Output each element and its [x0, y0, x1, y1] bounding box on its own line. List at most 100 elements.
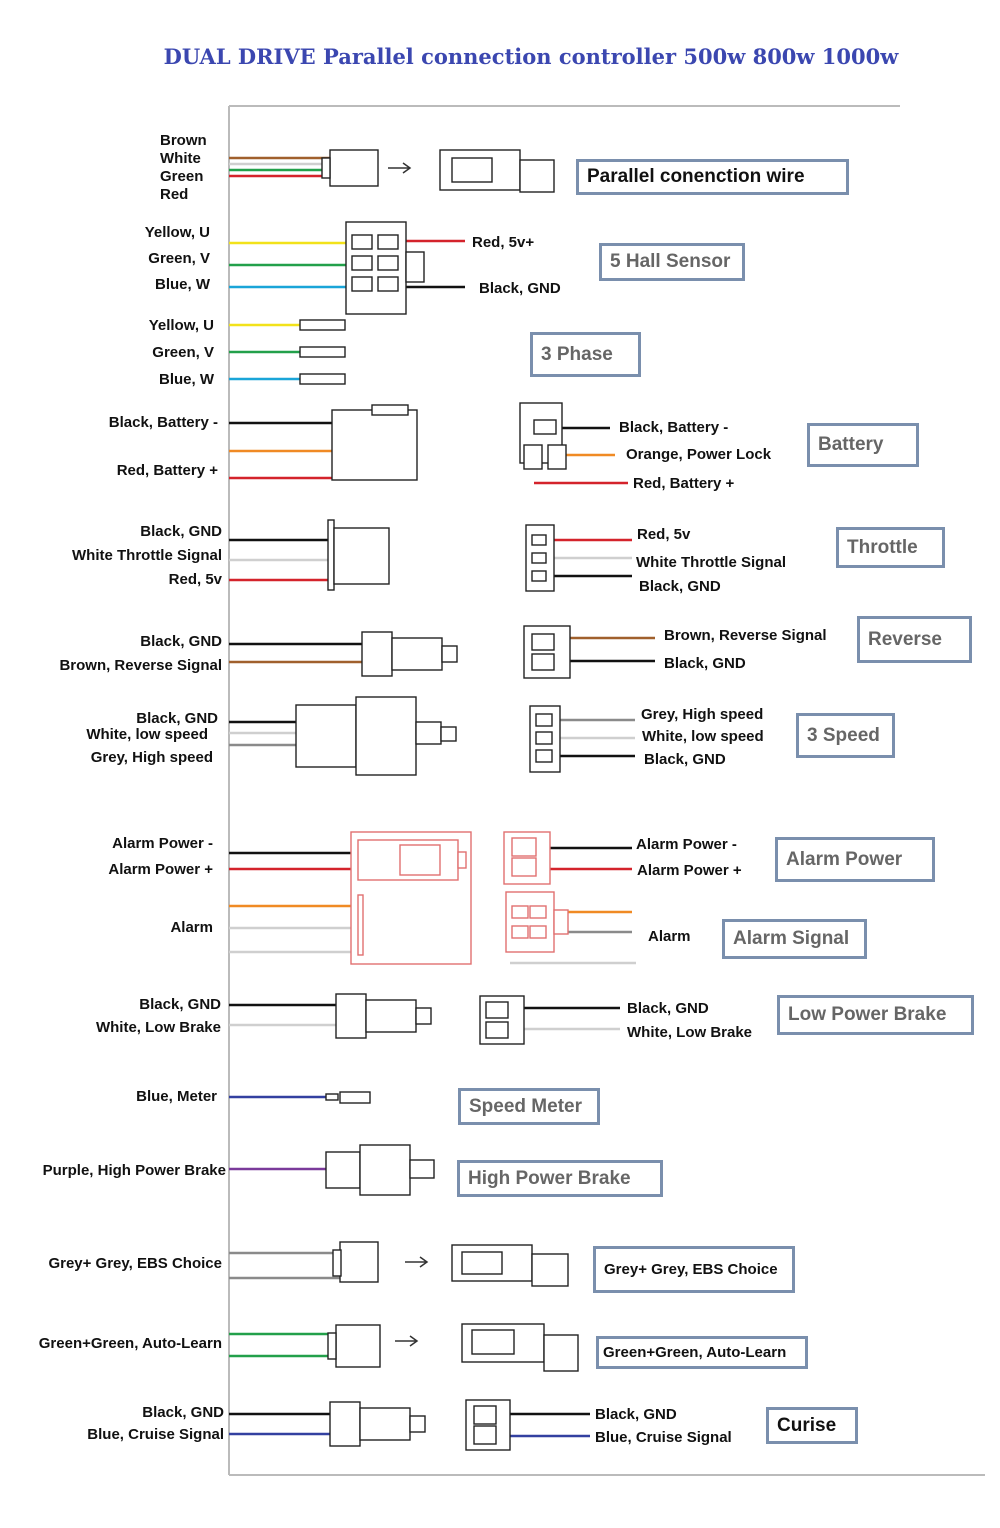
wire-label: Blue, Cruise Signal	[87, 1426, 224, 1443]
wire-label: Black, GND	[142, 1404, 224, 1421]
connector-part	[511, 857, 537, 877]
wire-label: White, low speed	[642, 728, 764, 745]
wire-label: Brown, Reverse Signal	[59, 657, 222, 674]
connector-part	[405, 251, 425, 283]
connector-part	[335, 993, 367, 1039]
connector-part	[505, 891, 555, 953]
wire-label: Red, 5v	[169, 571, 223, 588]
wire-label: Red	[160, 186, 188, 203]
connector-part	[485, 1001, 509, 1019]
arrow	[388, 162, 412, 174]
box-autolearn: Green+Green, Auto-Learn	[596, 1336, 808, 1369]
wire-label: Alarm	[648, 928, 691, 945]
connector-part	[440, 726, 457, 742]
connector-part	[409, 1415, 426, 1433]
connector-part	[333, 527, 390, 585]
wire-label: Brown, Reverse Signal	[664, 627, 827, 644]
connector-part	[543, 1334, 579, 1372]
connector-part	[511, 925, 529, 939]
connector-part	[511, 905, 529, 919]
wire-label: Blue, Meter	[136, 1088, 217, 1105]
wire-label: Black, GND	[644, 751, 726, 768]
connector-part	[339, 1241, 379, 1283]
connector-part	[351, 255, 373, 271]
connector-part	[531, 1253, 569, 1287]
wire-label: Black, GND	[639, 578, 721, 595]
wire-label: White Throttle Signal	[636, 554, 786, 571]
wire-label: Green, V	[152, 344, 214, 361]
box-high-brake: High Power Brake	[457, 1160, 663, 1197]
wire-label: Black, Battery -	[619, 419, 728, 436]
connector-part	[471, 1329, 515, 1355]
box-parallel: Parallel conenction wire	[576, 159, 849, 195]
connector-part	[441, 645, 458, 663]
wire-label: Red, Battery +	[633, 475, 735, 492]
connector-part	[547, 444, 567, 470]
wire-label: Black, GND	[136, 710, 218, 727]
arrow	[405, 1256, 429, 1268]
connector-part	[377, 234, 399, 250]
connector-part	[553, 909, 569, 935]
connector-part	[377, 255, 399, 271]
connector-part	[357, 894, 364, 956]
connector-part	[359, 1144, 411, 1196]
connector-part	[377, 276, 399, 292]
box-low-brake: Low Power Brake	[777, 995, 974, 1035]
wire-label: Black, GND	[664, 655, 746, 672]
connector-part	[295, 704, 357, 768]
arrow	[395, 1335, 419, 1347]
box-cruise: Curise	[766, 1407, 858, 1444]
wire-label: Black, GND	[627, 1000, 709, 1017]
connector-part	[325, 1151, 361, 1189]
box-speed: 3 Speed	[796, 713, 895, 758]
wire-label: Black, GND	[139, 996, 221, 1013]
box-ebs: Grey+ Grey, EBS Choice	[593, 1246, 795, 1293]
connector-part	[457, 851, 467, 869]
connector-part	[461, 1251, 503, 1275]
connector-part	[359, 1407, 411, 1441]
wire-label: Brown	[160, 132, 207, 149]
wire-label: Grey, High speed	[641, 706, 763, 723]
connector-part	[409, 1159, 435, 1179]
wire-label: Black, GND	[140, 633, 222, 650]
connector-part	[533, 419, 557, 435]
connector-part	[485, 1021, 509, 1039]
box-reverse: Reverse	[857, 616, 972, 663]
box-throttle: Throttle	[836, 527, 945, 568]
connector-part	[371, 404, 409, 416]
connector-part	[535, 731, 553, 745]
connector-part	[299, 373, 346, 385]
connector-part	[531, 552, 547, 564]
box-hall: 5 Hall Sensor	[599, 243, 745, 281]
connector-part	[339, 1091, 371, 1104]
wire-label: Green, V	[148, 250, 210, 267]
wire-label: White, low speed	[86, 726, 208, 743]
wire-label: Yellow, U	[149, 317, 214, 334]
connector-part	[299, 346, 346, 358]
connector-part	[365, 999, 417, 1033]
connector-part	[535, 713, 553, 727]
connector-part	[391, 637, 443, 671]
connector-part	[531, 534, 547, 546]
connector-part	[351, 234, 373, 250]
connector-part	[519, 159, 555, 193]
wire-label: Purple, High Power Brake	[43, 1162, 226, 1179]
connector-part	[535, 749, 553, 763]
wire-label: Black, Battery -	[109, 414, 218, 431]
connector-part	[523, 444, 543, 470]
wire-label: Blue, W	[159, 371, 215, 388]
connector-part	[331, 409, 418, 481]
connector-part	[415, 1007, 432, 1025]
connector-part	[529, 905, 547, 919]
wire-label: White, Low Brake	[96, 1019, 221, 1036]
connector-part	[451, 157, 493, 183]
connector-part	[329, 149, 379, 187]
connector-part	[529, 925, 547, 939]
wire-label: Black, GND	[479, 280, 561, 297]
connector-part	[321, 157, 331, 179]
wire-label: Alarm Power +	[108, 861, 213, 878]
connector-part	[329, 1401, 361, 1447]
wire-label: Grey, High speed	[91, 749, 213, 766]
connector-part	[473, 1425, 497, 1445]
